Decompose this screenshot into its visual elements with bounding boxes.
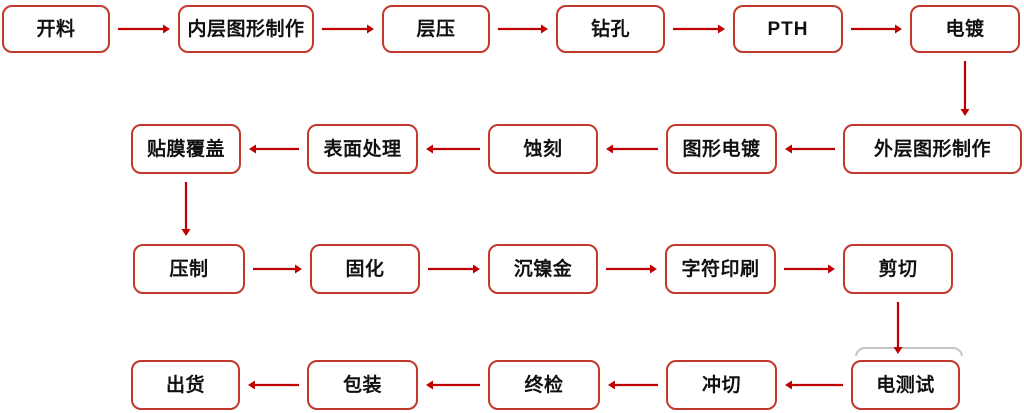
process-node-n11[interactable]: 贴膜覆盖: [131, 124, 241, 174]
arrow-connector-n09-to-n10: [426, 142, 480, 156]
arrow-connector-n16-to-n17: [891, 302, 905, 354]
arrow-connector-n15-to-n16: [784, 262, 835, 276]
arrow-connector-n18-to-n19: [608, 378, 658, 392]
process-node-n07[interactable]: 外层图形制作: [843, 124, 1022, 174]
arrow-connector-n06-to-n07: [958, 61, 972, 116]
arrow-connector-n07-to-n08: [785, 142, 835, 156]
process-node-n18[interactable]: 冲切: [666, 360, 777, 410]
process-node-n10[interactable]: 表面处理: [307, 124, 418, 174]
process-node-n06[interactable]: 电镀: [910, 5, 1020, 53]
process-node-n05[interactable]: PTH: [733, 5, 843, 53]
arrow-connector-n01-to-n02: [118, 22, 170, 36]
process-node-n01[interactable]: 开料: [2, 5, 110, 53]
arrow-connector-n02-to-n03: [322, 22, 374, 36]
arrow-connector-n14-to-n15: [606, 262, 657, 276]
arrow-connector-n05-to-n06: [851, 22, 902, 36]
arrow-connector-n03-to-n04: [498, 22, 548, 36]
process-node-n12[interactable]: 压制: [133, 244, 245, 294]
process-node-n19[interactable]: 终检: [488, 360, 600, 410]
process-node-n17[interactable]: 电测试: [851, 360, 960, 410]
process-node-n09[interactable]: 蚀刻: [488, 124, 598, 174]
arrow-connector-n13-to-n14: [428, 262, 480, 276]
process-node-n04[interactable]: 钻孔: [556, 5, 665, 53]
process-node-n13[interactable]: 固化: [310, 244, 420, 294]
process-node-n02[interactable]: 内层图形制作: [178, 5, 314, 53]
arrow-connector-n19-to-n20: [426, 378, 480, 392]
process-node-n03[interactable]: 层压: [382, 5, 490, 53]
process-node-n16[interactable]: 剪切: [843, 244, 953, 294]
process-node-n15[interactable]: 字符印刷: [665, 244, 776, 294]
arrow-connector-n12-to-n13: [253, 262, 302, 276]
process-node-n20[interactable]: 包装: [307, 360, 418, 410]
process-node-n14[interactable]: 沉镍金: [488, 244, 598, 294]
arrow-connector-n17-to-n18: [785, 378, 843, 392]
process-node-n08[interactable]: 图形电镀: [666, 124, 777, 174]
arrow-connector-n20-to-n21: [248, 378, 299, 392]
arrow-connector-n04-to-n05: [673, 22, 725, 36]
arrow-connector-n08-to-n09: [606, 142, 658, 156]
arrow-connector-n11-to-n12: [179, 182, 193, 236]
arrow-connector-n10-to-n11: [249, 142, 299, 156]
process-node-n21[interactable]: 出货: [131, 360, 240, 410]
